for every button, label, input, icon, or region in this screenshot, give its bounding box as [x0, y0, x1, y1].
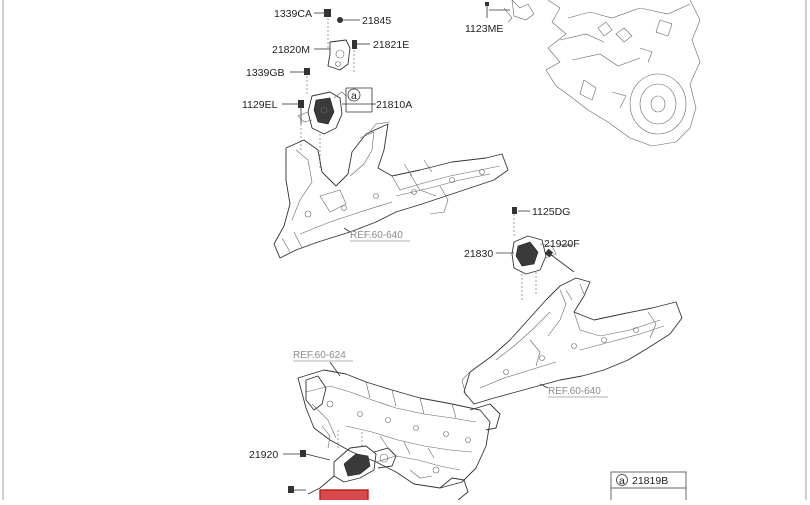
bolt-1125DG: [512, 207, 517, 214]
lower-right-side-member: [461, 277, 683, 405]
legend-table: a 21819B: [610, 471, 687, 505]
nut-1339GB: [304, 68, 310, 75]
bolt-lower: [288, 486, 294, 493]
ref-60-640-lower[interactable]: REF.60-640: [548, 386, 601, 397]
engine-mount-21810A: a 21810A: [297, 87, 412, 170]
ref-lower-right-label: REF.60-640: [539, 383, 608, 398]
bolt-21920: [300, 450, 306, 457]
ref-upper-label: REF.60-640: [343, 227, 410, 242]
marker-a-label: a: [351, 90, 357, 102]
upper-side-member: [273, 121, 509, 259]
highlighted-callout-box[interactable]: [319, 489, 369, 503]
nut-1339CA: [324, 9, 331, 17]
callout-21845[interactable]: 21845: [362, 15, 391, 27]
ref-60-624[interactable]: REF.60-624: [293, 350, 346, 361]
engine-block-drawing: [503, 0, 701, 147]
right-mount-callouts: 1125DG 21830: [464, 206, 570, 260]
marker-a-circle: [347, 88, 361, 102]
callout-21920F[interactable]: 21920F: [544, 238, 580, 250]
callout-1125DG[interactable]: 1125DG: [532, 206, 570, 218]
bolt-1123ME: 1123ME: [465, 2, 510, 35]
callout-21821E[interactable]: 21821E: [373, 39, 409, 51]
callout-1123ME[interactable]: 1123ME: [465, 23, 503, 35]
bolt-1129EL: [298, 100, 304, 108]
washer-21845: [337, 17, 343, 23]
callout-1129EL[interactable]: 1129EL: [242, 99, 278, 111]
ref-60-640-upper[interactable]: REF.60-640: [350, 230, 403, 241]
callout-21830[interactable]: 21830: [464, 248, 493, 260]
callout-1339CA[interactable]: 1339CA: [274, 8, 312, 20]
legend-part-21819B[interactable]: 21819B: [632, 475, 668, 487]
bolt-21821E: [352, 40, 357, 49]
subframe-drawing: [297, 369, 501, 501]
legend-marker-circle: [616, 474, 628, 486]
highlighted-callout[interactable]: [319, 489, 369, 503]
callout-21810A[interactable]: 21810A: [376, 99, 412, 111]
callout-21820M[interactable]: 21820M: [272, 44, 310, 56]
bolt-21920F-group: 21920F: [544, 238, 580, 273]
roll-rod-21920: 21920: [249, 430, 397, 495]
bracket-21820M: [327, 39, 351, 71]
callout-1339GB[interactable]: 1339GB: [246, 67, 285, 79]
callout-21920[interactable]: 21920: [249, 449, 278, 461]
ref-lower-left-label: REF.60-624: [293, 350, 353, 377]
transmission-mount-21830: [511, 235, 557, 300]
upper-mount-callouts: 1339CA 21845 21820M 21821E 1339GB 1129EL: [242, 8, 409, 150]
legend-marker-letter: a: [619, 475, 625, 487]
